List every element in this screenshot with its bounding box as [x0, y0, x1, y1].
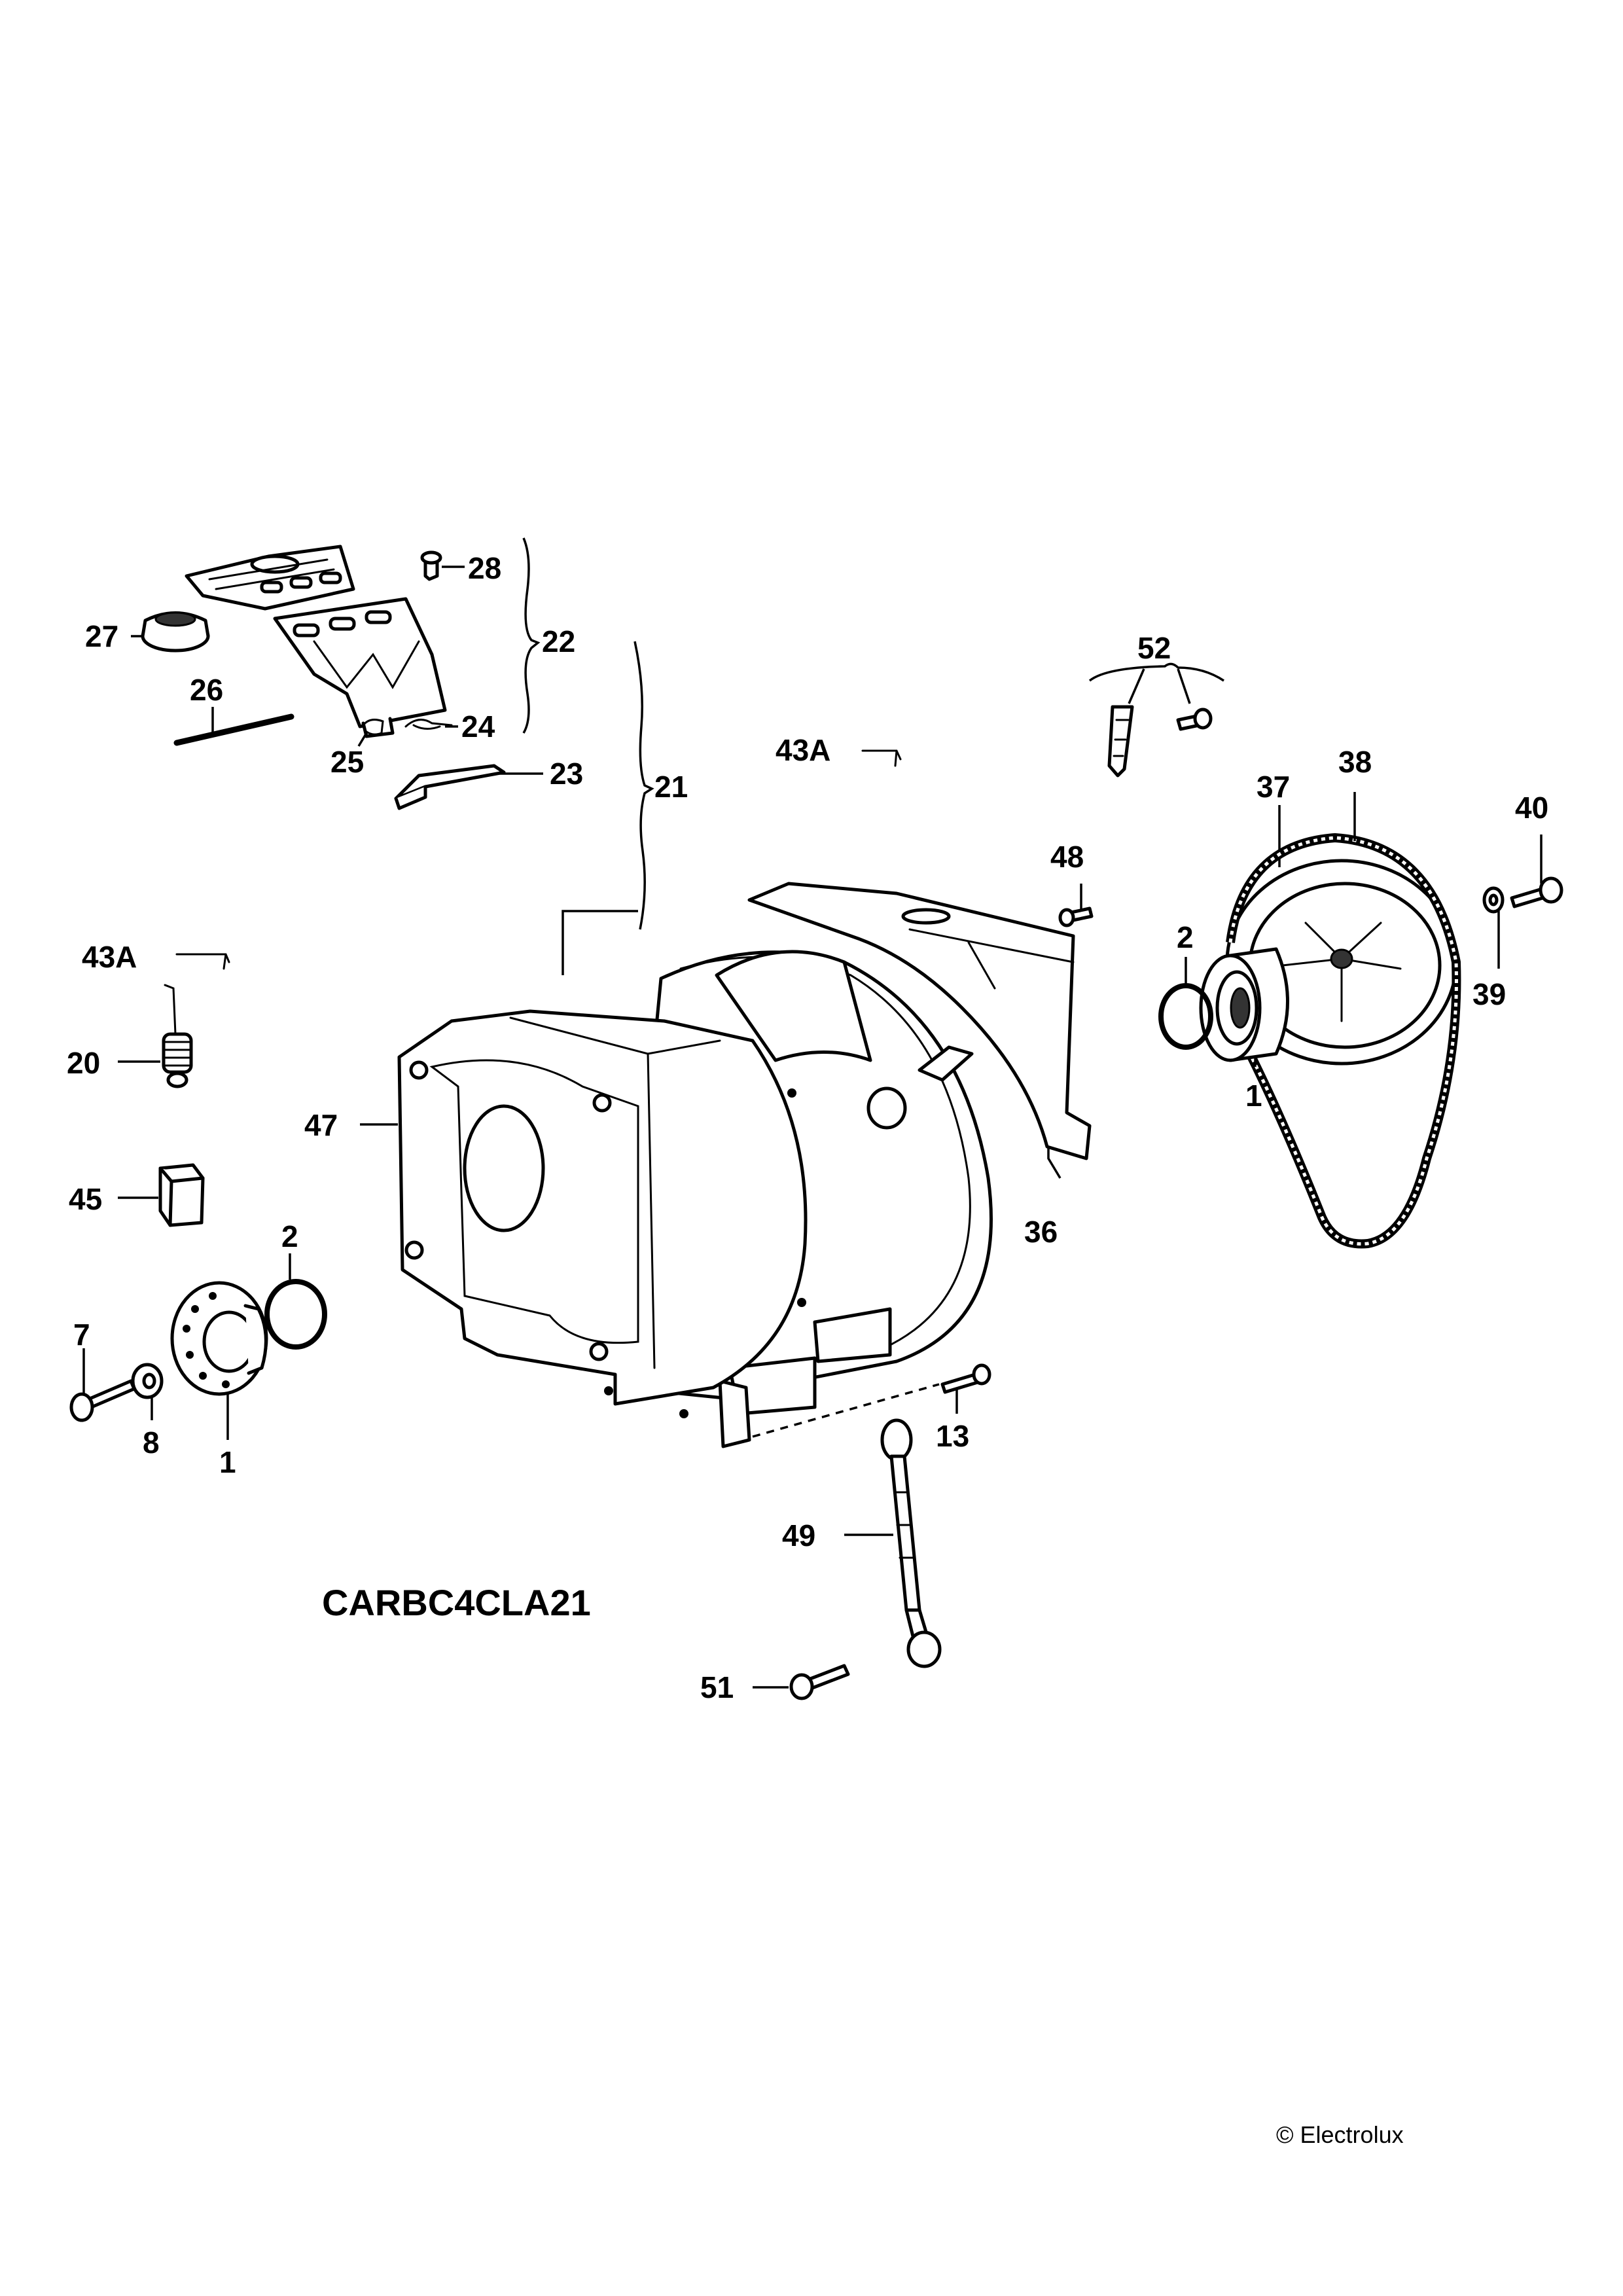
label-23: 23	[550, 757, 583, 791]
alignment-line-13	[752, 1383, 940, 1438]
part-48-screw	[1058, 906, 1094, 927]
part-38-belt	[1226, 833, 1461, 1249]
label-49: 49	[782, 1518, 815, 1552]
part-23-bracket	[394, 764, 506, 810]
label-27: 27	[85, 619, 118, 653]
label-47: 47	[304, 1108, 338, 1142]
label-21: 21	[654, 770, 688, 804]
label-1-right: 1	[1245, 1079, 1262, 1113]
label-43a-left: 43A	[82, 940, 137, 974]
brace-22	[522, 537, 541, 734]
label-13: 13	[936, 1419, 969, 1453]
part-24-clip	[404, 719, 453, 730]
part-40-bolt	[1510, 876, 1563, 908]
part-45-block	[158, 1163, 205, 1227]
label-52: 52	[1137, 631, 1171, 665]
label-38: 38	[1338, 745, 1372, 779]
part-13-screw	[940, 1363, 991, 1394]
part-28-screw	[420, 550, 442, 581]
label-2-left: 2	[281, 1219, 298, 1253]
part-25-clip	[362, 719, 384, 736]
copyright-text: © Electrolux	[1276, 2121, 1404, 2148]
label-36: 36	[1024, 1215, 1058, 1249]
label-43a-center: 43A	[776, 733, 830, 767]
part-22-top-panel	[185, 545, 355, 611]
part-36-tub-rear	[747, 882, 1092, 1160]
part-2-o-ring-right	[1158, 983, 1213, 1050]
part-52-screw	[1176, 708, 1213, 731]
part-47-tub-front	[397, 1009, 808, 1418]
label-1-left: 1	[219, 1445, 236, 1479]
label-51: 51	[700, 1670, 734, 1704]
part-39-washer	[1482, 886, 1505, 914]
label-2-right: 2	[1177, 920, 1194, 954]
part-7-bolt	[69, 1379, 136, 1422]
label-37: 37	[1257, 770, 1290, 804]
part-1-bearing-hub-right	[1199, 947, 1289, 1062]
label-22: 22	[542, 624, 575, 658]
diagram-code: CARBC4CLA21	[322, 1582, 591, 1623]
label-45: 45	[69, 1182, 102, 1216]
part-1-bearing-flange-left	[170, 1281, 268, 1396]
label-40: 40	[1515, 791, 1548, 825]
label-7: 7	[73, 1318, 90, 1352]
label-39: 39	[1472, 977, 1506, 1011]
label-48: 48	[1050, 840, 1084, 874]
part-51-pin	[789, 1664, 850, 1700]
brace-21	[633, 641, 654, 930]
label-25: 25	[330, 745, 364, 779]
part-26-rod	[173, 713, 294, 746]
part-8-washer	[131, 1363, 164, 1399]
part-20-spring	[162, 984, 193, 1088]
part-27-cap	[141, 611, 210, 653]
label-24: 24	[461, 709, 495, 744]
label-20: 20	[67, 1046, 100, 1080]
bracket-52	[1088, 662, 1224, 682]
part-2-o-ring-left	[264, 1279, 327, 1350]
part-52-bracket-clip	[1107, 705, 1134, 778]
label-26: 26	[190, 673, 223, 707]
label-28: 28	[468, 551, 501, 585]
label-8: 8	[143, 1426, 160, 1460]
part-43a-clip-center	[861, 749, 902, 767]
part-22-detergent-tray	[273, 597, 447, 738]
part-43a-clip-left	[175, 953, 230, 970]
part-49-shock-absorber	[880, 1418, 942, 1668]
